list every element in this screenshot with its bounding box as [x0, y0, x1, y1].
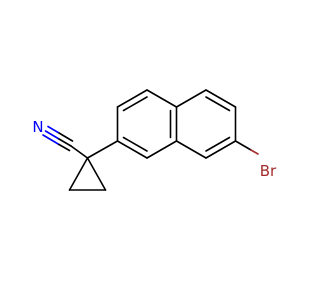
ring-double-bond-1: [122, 96, 148, 112]
ring-bond-c: [146, 89, 178, 108]
nitrile-bond-line-1b: [58, 138, 72, 147]
ring-bond-b: [116, 89, 148, 108]
ring-bond-e: [146, 140, 178, 159]
nitrile-bond-line-2: [42, 134, 60, 146]
ring-double-bond-5: [205, 136, 231, 152]
bond-nitrile-quaternary: [70, 145, 89, 159]
bromine-atom-label: Br: [260, 162, 277, 180]
bond-carbon-bromine-b: [250, 149, 259, 155]
ring-double-bond-4: [205, 96, 231, 112]
cyclopropane-bond-1: [68, 157, 89, 191]
ring-double-bond-3: [122, 136, 148, 152]
ring-bond-h: [205, 89, 237, 108]
nitrile-bond-line-3: [47, 125, 60, 134]
bond-quaternary-naphthyl: [86, 140, 119, 159]
naphthalene-left-ring: [116, 89, 178, 159]
chemical-structure: N Br: [32, 89, 277, 191]
nitrogen-atom-label: N: [32, 118, 43, 136]
cyclopropane-ring: [68, 157, 107, 191]
ring-bond-j: [205, 140, 237, 159]
nitrile-bond-line-3b: [58, 132, 74, 142]
naphthalene-right-ring: [175, 89, 237, 159]
nitrile-bond-line-1: [44, 130, 60, 140]
cyclopropane-bond-2: [86, 157, 107, 191]
ring-bond-f: [116, 140, 148, 159]
nitrile-triple-bond: [42, 125, 74, 152]
bond-carbon-bromine-a: [234, 140, 252, 151]
ring-bond-g: [175, 89, 207, 108]
nitrile-bond-line-2b: [58, 143, 71, 152]
ring-bond-k: [175, 140, 207, 159]
